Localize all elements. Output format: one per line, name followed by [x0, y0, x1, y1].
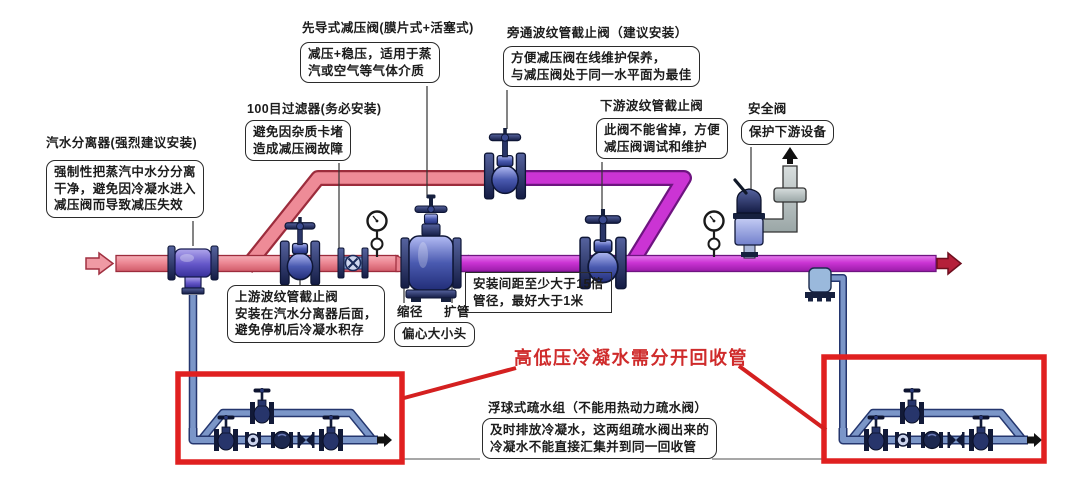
trap-set-title: 浮球式疏水组（不能用热动力疏水阀） [488, 401, 708, 415]
condensate-drain-pipes [188, 274, 847, 434]
downstream-valve-note-box: 此阀不能省掉，方便 减压阀调试和维护 [596, 118, 729, 159]
strainer-note-box: 避免因杂质卡堵 造成减压阀故障 [245, 120, 352, 161]
spacing-note-box: 安装间距至少大于15倍 管径，最好大于1米 [465, 272, 612, 313]
upstream-globe-valve-icon [279, 216, 321, 286]
pressure-reducing-valve-icon [400, 194, 462, 302]
steam-water-separator-icon [167, 245, 219, 295]
drip-leg-icon [805, 267, 835, 302]
low-pressure-pipe [449, 254, 937, 273]
pressure-gauge-icon [703, 210, 725, 259]
bypass-globe-valve-icon [483, 127, 527, 200]
safety-valve-note-box: 保护下游设备 [741, 120, 835, 145]
separator-note-box: 强制性把蒸汽中水分分离 干净，避免因冷凝水进入 减压阀而导致减压失效 [46, 160, 204, 218]
float-trap-assembly-right [843, 388, 1042, 451]
warning-pointer-left [403, 366, 517, 400]
safety-valve-title: 安全阀 [748, 102, 787, 116]
safety-valve-icon [733, 147, 807, 259]
outlet-flow-arrow-icon [936, 251, 963, 276]
trap-set-note-box: 及时排放冷凝水，这两组疏水阀出来的 冷凝水不能直接汇集并到同一回收管 [482, 418, 718, 459]
eccentric-reducer-note-box: 偏心大小头 [394, 322, 475, 347]
downstream-valve-title: 下游波纹管截止阀 [600, 99, 704, 113]
float-trap-assembly-left [193, 388, 392, 451]
bypass-valve-title: 旁通波纹管截止阀（建议安装） [507, 26, 688, 40]
highlight-box-left [175, 371, 405, 465]
prv-title: 先导式减压阀(膜片式+活塞式) [302, 21, 474, 35]
warning-pointer-right [737, 364, 828, 432]
highlight-box-right [821, 354, 1047, 464]
reduce-label: 缩径 [397, 305, 423, 319]
prv-note-box: 减压+稳压，适用于蒸 汽或空气等气体介质 [300, 42, 440, 83]
expand-label: 扩管 [444, 305, 470, 319]
strainer-title: 100目过滤器(务必安装) [247, 102, 382, 116]
bypass-pipe [239, 170, 692, 273]
bypass-valve-note-box: 方便减压阀在线维护保养， 与减压阀处于同一水平面为最佳 [503, 46, 700, 87]
condensate-warning-text: 高低压冷凝水需分开回收管 [514, 348, 748, 368]
separator-title: 汽水分离器(强烈建议安装) [46, 136, 198, 150]
inlet-flow-arrow-icon [85, 251, 115, 276]
y-strainer-icon [337, 247, 369, 279]
upstream-valve-note-box: 上游波纹管截止阀 安装在汽水分离器后面， 避免停机后冷凝水积存 [227, 285, 385, 343]
pressure-gauge-icon [366, 210, 388, 259]
